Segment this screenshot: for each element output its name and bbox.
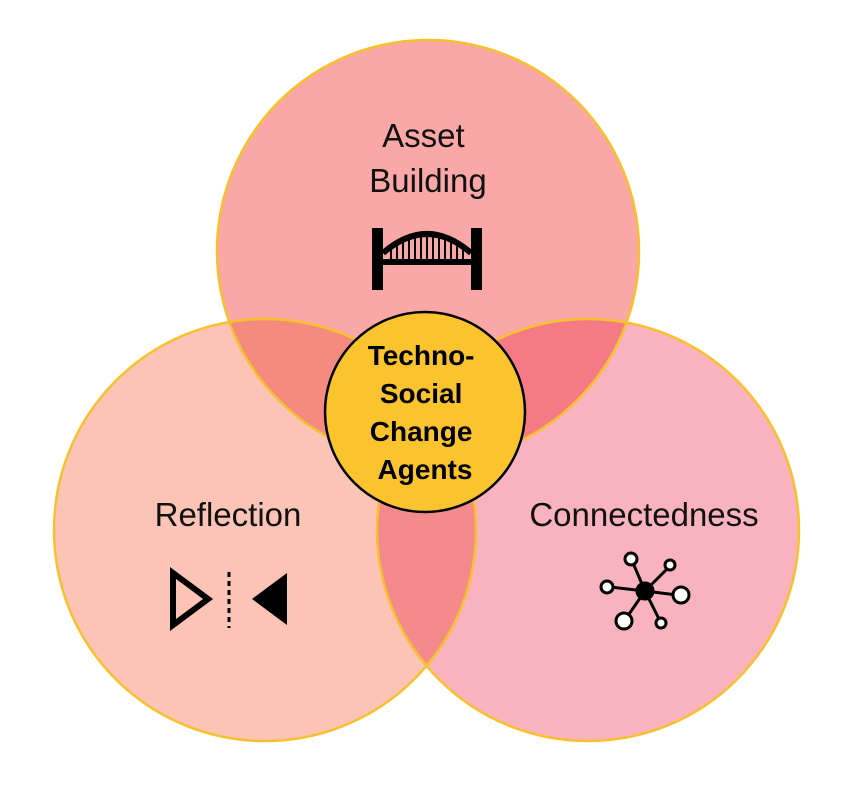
label-asset-building-line-2: Building [369, 162, 486, 199]
outline-reflection [52, 317, 478, 743]
center-label-line-2: Social [380, 378, 462, 409]
center-circle [323, 310, 527, 514]
label-reflection: Reflection [155, 496, 302, 533]
label-asset-building-line-1: Asset [382, 117, 465, 154]
reflection-icon [170, 567, 287, 631]
network-hub-icon [599, 551, 691, 631]
label-asset-building: Asset Building [369, 117, 486, 199]
label-connectedness-line-1: Connectedness [529, 496, 758, 533]
label-reflection-line-1: Reflection [155, 496, 302, 533]
center-label-line-3: Change [370, 416, 473, 447]
bridge-icon [372, 228, 482, 290]
center-label-line-4: Agents [378, 454, 473, 485]
center-label-line-1: Techno- [368, 340, 475, 371]
label-connectedness: Connectedness [529, 496, 758, 533]
outline-connectedness [375, 317, 801, 743]
center-label: Techno- Social Change Agents [368, 340, 483, 485]
